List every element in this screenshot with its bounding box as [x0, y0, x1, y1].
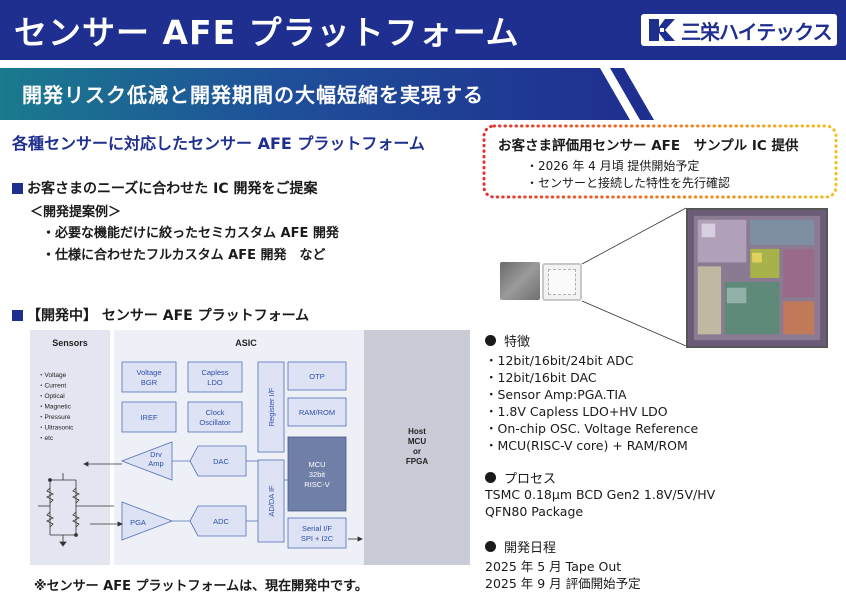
- process-item: TSMC 0.18μm BCD Gen2 1.8V/5V/HV: [485, 487, 716, 502]
- drv-amp-block-label: Amp: [148, 459, 163, 468]
- register-if-block-label: Register I/F: [267, 387, 276, 426]
- sensor-list-item: ・Ultrasonic: [38, 425, 74, 432]
- pga-block: [121, 501, 174, 541]
- footnote: ※センサー AFE プラットフォームは、現在開発中です。: [34, 579, 368, 594]
- bullet-dot-icon: [485, 335, 496, 346]
- sensor-list-item: ・Magnetic: [38, 404, 72, 411]
- callout-item: ・2026 年 4 月頃 提供開始予定: [526, 159, 700, 173]
- schedule-heading: 開発日程: [485, 537, 556, 556]
- voltage-bgr-block-label: Voltage: [136, 368, 161, 377]
- clock-osc-block-label: Oscillator: [199, 418, 231, 427]
- zoom-lines: [581, 207, 687, 346]
- otp-block-label: OTP: [309, 372, 324, 381]
- asic-title: ASIC: [235, 338, 257, 348]
- proposal-section-title: お客さまのニーズに合わせた IC 開発をご提案: [12, 178, 318, 198]
- mcu-block: [287, 436, 347, 512]
- header-bar: センサー AFE プラットフォーム 三栄ハイテックス: [0, 0, 846, 60]
- host-label-line: FPGA: [406, 457, 428, 466]
- bullet-dot-icon: [485, 472, 496, 483]
- schedule-item: 2025 年 9 月 評価開始予定: [485, 576, 641, 591]
- platform-section-title: 【開発中】 センサー AFE プラットフォーム: [12, 305, 309, 325]
- host-label-line: or: [413, 447, 421, 456]
- die-photo: [686, 208, 828, 348]
- sensor-list: ・Voltage ・Current ・Optical ・Magnetic ・Pressu…: [38, 372, 74, 442]
- callout-item: ・センサーと接続した特性を先行確認: [526, 176, 731, 190]
- feature-item: ・MCU(RISC-V core) + RAM/ROM: [485, 438, 688, 453]
- callout-title: お客さま評価用センサー AFE サンプル IC 提供: [498, 138, 799, 154]
- iref-block-label: IREF: [140, 413, 158, 422]
- tagline-band: 開発リスク低減と開発期間の大幅短縮を実現する: [0, 68, 846, 120]
- schedule-heading-text: 開発日程: [504, 541, 557, 556]
- feature-item: ・On-chip OSC. Voltage Reference: [485, 421, 699, 436]
- sensors-title: Sensors: [52, 338, 88, 348]
- example-item: ・仕様に合わせたフルカスタム AFE 開発 など: [42, 248, 326, 263]
- sensor-list-item: ・Optical: [38, 393, 65, 400]
- sensors-panel: [30, 330, 110, 565]
- feature-item: ・12bit/16bit/24bit ADC: [485, 353, 634, 368]
- company-logo: 三栄ハイテックス: [641, 14, 837, 46]
- platform-subheading: 各種センサーに対応したセンサー AFE プラットフォーム: [12, 134, 425, 153]
- voltage-bgr-block: [121, 361, 177, 393]
- capless-ldo-block-label: Capless: [201, 368, 228, 377]
- feature-item: ・Sensor Amp:PGA.TIA: [485, 387, 627, 402]
- adc-block-label: ADC: [213, 517, 229, 526]
- host-label-line: Host: [408, 427, 426, 436]
- square-bullet-icon: [12, 182, 23, 194]
- features-heading: 特徴: [485, 331, 530, 350]
- otp-block: [287, 361, 347, 391]
- sensor-list-item: ・etc: [38, 435, 54, 442]
- mcu-block-label: MCU: [308, 460, 325, 469]
- iref-block: [121, 401, 177, 433]
- feature-item: ・12bit/16bit DAC: [485, 370, 597, 385]
- voltage-bgr-block-label: BGR: [141, 378, 158, 387]
- feature-item: ・1.8V Capless LDO+HV LDO: [485, 404, 668, 419]
- serial-if-block: [287, 517, 347, 549]
- band-shape: [0, 68, 654, 120]
- mcu-block-label: 32bit: [309, 470, 326, 479]
- host-panel: [364, 330, 470, 565]
- sensor-list-item: ・Voltage: [38, 372, 67, 379]
- page-title: センサー AFE プラットフォーム: [14, 13, 520, 52]
- pga-block-label: PGA: [130, 518, 146, 527]
- capless-ldo-block: [187, 361, 243, 393]
- ram-rom-block: [287, 397, 347, 427]
- proposal-title-text: お客さまのニーズに合わせた IC 開発をご提案: [27, 181, 318, 197]
- serial-if-block-label: SPI + I2C: [301, 534, 334, 543]
- callout-dotted-border: [482, 124, 838, 199]
- logo-text: 三栄ハイテックス: [681, 19, 833, 44]
- process-heading-text: プロセス: [504, 472, 557, 487]
- capless-ldo-block-label: LDO: [207, 378, 223, 387]
- logo-mark-icon: [649, 19, 675, 41]
- chip-photo-qfn: [542, 263, 582, 301]
- process-item: QFN80 Package: [485, 504, 584, 519]
- block-diagram: Sensors ・Voltage ・Current ・Optical ・Magneti…: [30, 330, 470, 565]
- ad-da-if-block: [257, 459, 285, 543]
- example-item: ・必要な機能だけに絞ったセミカスタム AFE 開発: [42, 226, 339, 241]
- signal-arrows: [83, 461, 363, 542]
- square-bullet-icon: [12, 309, 23, 321]
- ram-rom-block-label: RAM/ROM: [299, 408, 335, 417]
- sensor-list-item: ・Current: [38, 383, 66, 390]
- drv-amp-block-label: Drv: [150, 450, 162, 459]
- bullet-dot-icon: [485, 541, 496, 552]
- example-heading: ＜開発提案例＞: [30, 205, 122, 220]
- serial-if-block-label: Serial I/F: [302, 524, 332, 533]
- clock-osc-block: [187, 401, 243, 433]
- features-heading-text: 特徴: [504, 335, 531, 350]
- mcu-block-label: RISC-V: [304, 480, 329, 489]
- register-if-block: [257, 361, 285, 453]
- host-label-line: MCU: [408, 437, 426, 446]
- process-heading: プロセス: [485, 468, 556, 487]
- clock-osc-block-label: Clock: [206, 408, 225, 417]
- sensor-list-item: ・Pressure: [38, 414, 71, 421]
- chip-photo-dark: [500, 262, 540, 300]
- ad-da-if-block-label: AD/DA IF: [267, 485, 276, 517]
- tagline-text: 開発リスク低減と開発期間の大幅短縮を実現する: [22, 83, 484, 107]
- dac-block-label: DAC: [213, 457, 229, 466]
- schedule-item: 2025 年 5 月 Tape Out: [485, 559, 622, 574]
- sample-ic-callout: お客さま評価用センサー AFE サンプル IC 提供 ・2026 年 4 月頃 …: [482, 124, 838, 199]
- platform-title-text: 【開発中】 センサー AFE プラットフォーム: [27, 308, 310, 324]
- sensor-bridge-symbol: [38, 473, 120, 547]
